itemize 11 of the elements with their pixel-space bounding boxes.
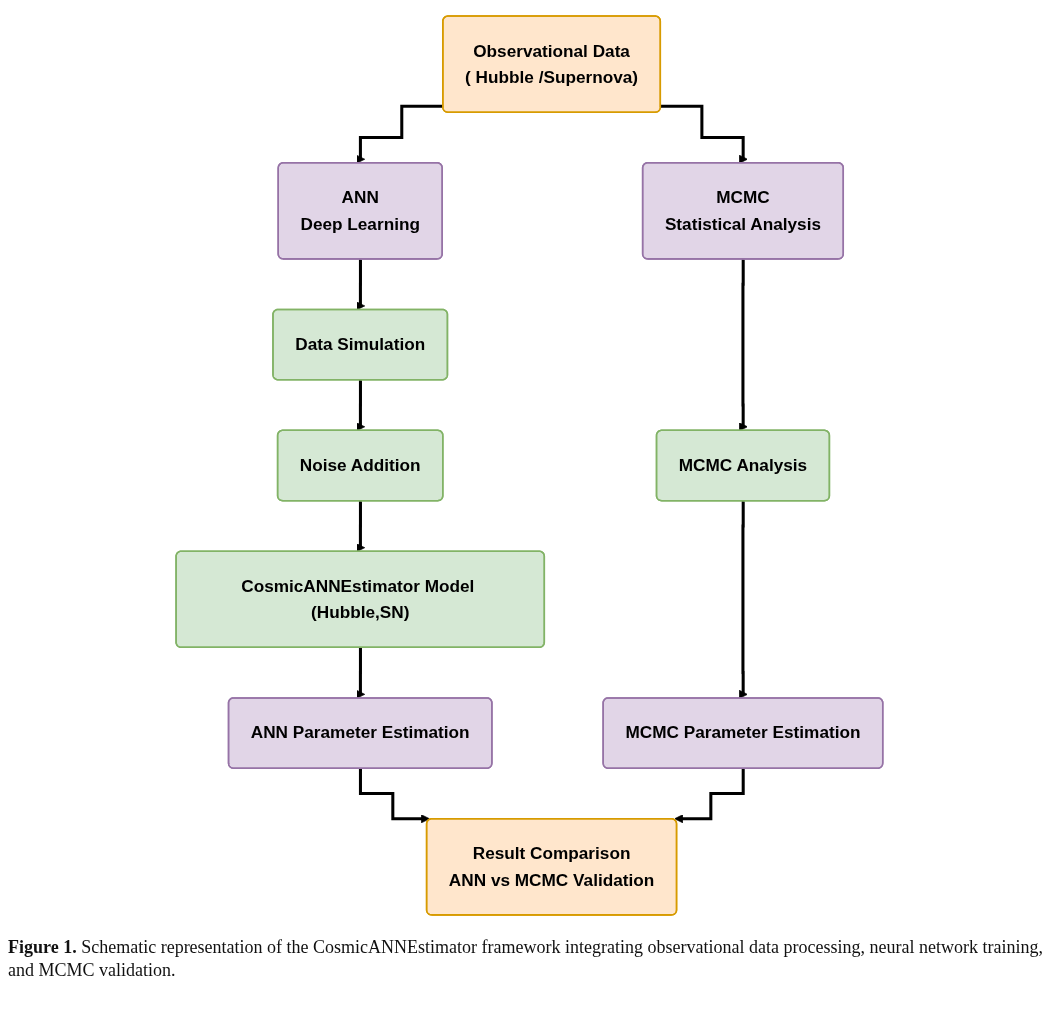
arrow — [355, 257, 365, 311]
arrow — [738, 257, 748, 432]
arrow — [355, 499, 365, 553]
arrow — [660, 104, 748, 164]
arrow — [355, 646, 365, 699]
arrow — [355, 104, 443, 164]
arrow — [738, 499, 748, 699]
arrow — [355, 378, 365, 432]
arrow — [358, 767, 430, 824]
arrow — [673, 767, 745, 824]
figure-caption: Figure 1. Schematic representation of the CosmicANNEstimator framework integrating observational data processing, neural network training, and MCMC validation. — [8, 936, 1044, 981]
